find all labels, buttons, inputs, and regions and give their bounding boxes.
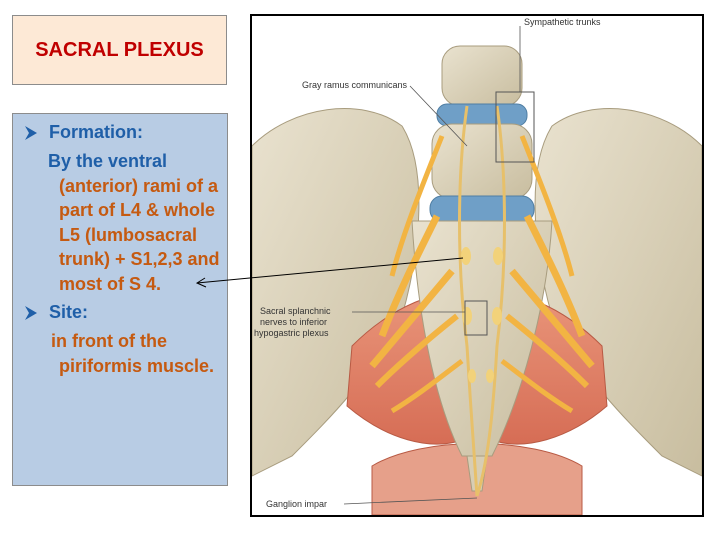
right-nerve-l4 bbox=[519, 135, 575, 277]
right-nerve-s2 bbox=[505, 313, 590, 389]
ganglion bbox=[462, 307, 472, 325]
formation-bullet: Formation: bbox=[23, 122, 221, 143]
sacral-plexus-illustration: Sympathetic trunks Gray ramus communican… bbox=[252, 17, 702, 515]
anatomy-figure: Sympathetic trunks Gray ramus communican… bbox=[250, 14, 704, 517]
ganglion bbox=[486, 369, 494, 383]
label-gray-ramus: Gray ramus communicans bbox=[302, 80, 408, 90]
slide-title: SACRAL PLEXUS bbox=[35, 38, 204, 61]
ganglion bbox=[493, 247, 503, 265]
label-sacral-splanchnic-3: hypogastric plexus bbox=[254, 328, 329, 338]
right-nerve-l5 bbox=[523, 214, 586, 338]
right-sympathetic-trunk bbox=[475, 105, 506, 497]
ganglion bbox=[461, 247, 471, 265]
arrow-bullet-icon bbox=[25, 125, 37, 140]
left-nerve-s2 bbox=[374, 313, 459, 389]
left-sympathetic-trunk bbox=[458, 105, 479, 497]
formation-text: By the ventral (anterior) rami of a part… bbox=[23, 149, 221, 296]
label-ganglion-impar: Ganglion impar bbox=[266, 499, 327, 509]
content-panel: Formation: By the ventral (anterior) ram… bbox=[12, 113, 228, 486]
right-nerve-s3 bbox=[500, 359, 574, 414]
left-nerve-s3 bbox=[390, 359, 464, 414]
intervertebral-disc-1 bbox=[436, 103, 528, 127]
trunk-highlight-box bbox=[495, 91, 535, 163]
site-heading: Site: bbox=[49, 302, 89, 322]
ganglion bbox=[468, 369, 476, 383]
label-sacral-splanchnic-1: Sacral splanchnic bbox=[260, 306, 331, 316]
intervertebral-disc-2 bbox=[429, 195, 535, 223]
site-text: in front of the piriformis muscle. bbox=[51, 331, 215, 376]
arrow-bullet-icon bbox=[25, 305, 37, 320]
splanchnic-highlight-box bbox=[464, 300, 488, 336]
formation-body: (anterior) rami of a part of L4 & whole … bbox=[59, 175, 220, 294]
label-sacral-splanchnic-2: nerves to inferior bbox=[260, 317, 327, 327]
vertebra-top bbox=[441, 45, 523, 107]
formation-lead: By the ventral bbox=[48, 151, 168, 171]
title-box: SACRAL PLEXUS bbox=[12, 15, 227, 85]
right-nerve-s1 bbox=[509, 268, 595, 369]
formation-heading: Formation: bbox=[49, 122, 143, 142]
ganglion bbox=[492, 307, 502, 325]
label-sympathetic-trunks: Sympathetic trunks bbox=[524, 17, 601, 27]
site-bullet: Site: bbox=[23, 302, 221, 323]
